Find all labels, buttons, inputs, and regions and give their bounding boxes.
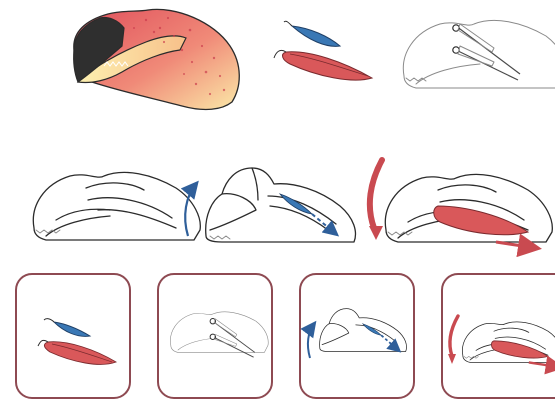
claw-muscles-pair-icon (274, 21, 372, 80)
framed-claw-opening-icon (300, 274, 414, 398)
claw-outline-tendons-icon (403, 20, 555, 88)
framed-claw-closing-icon (442, 274, 555, 398)
claw-outline-plain-icon (33, 172, 200, 240)
claw-opening-blue-arrows-icon (185, 168, 355, 242)
claw-closing-red-arrows-icon (369, 160, 552, 248)
framed-claw-tendons-icon (158, 274, 272, 398)
crab-claw-colored-icon (74, 9, 240, 109)
framed-muscles-pair-icon (16, 274, 130, 398)
